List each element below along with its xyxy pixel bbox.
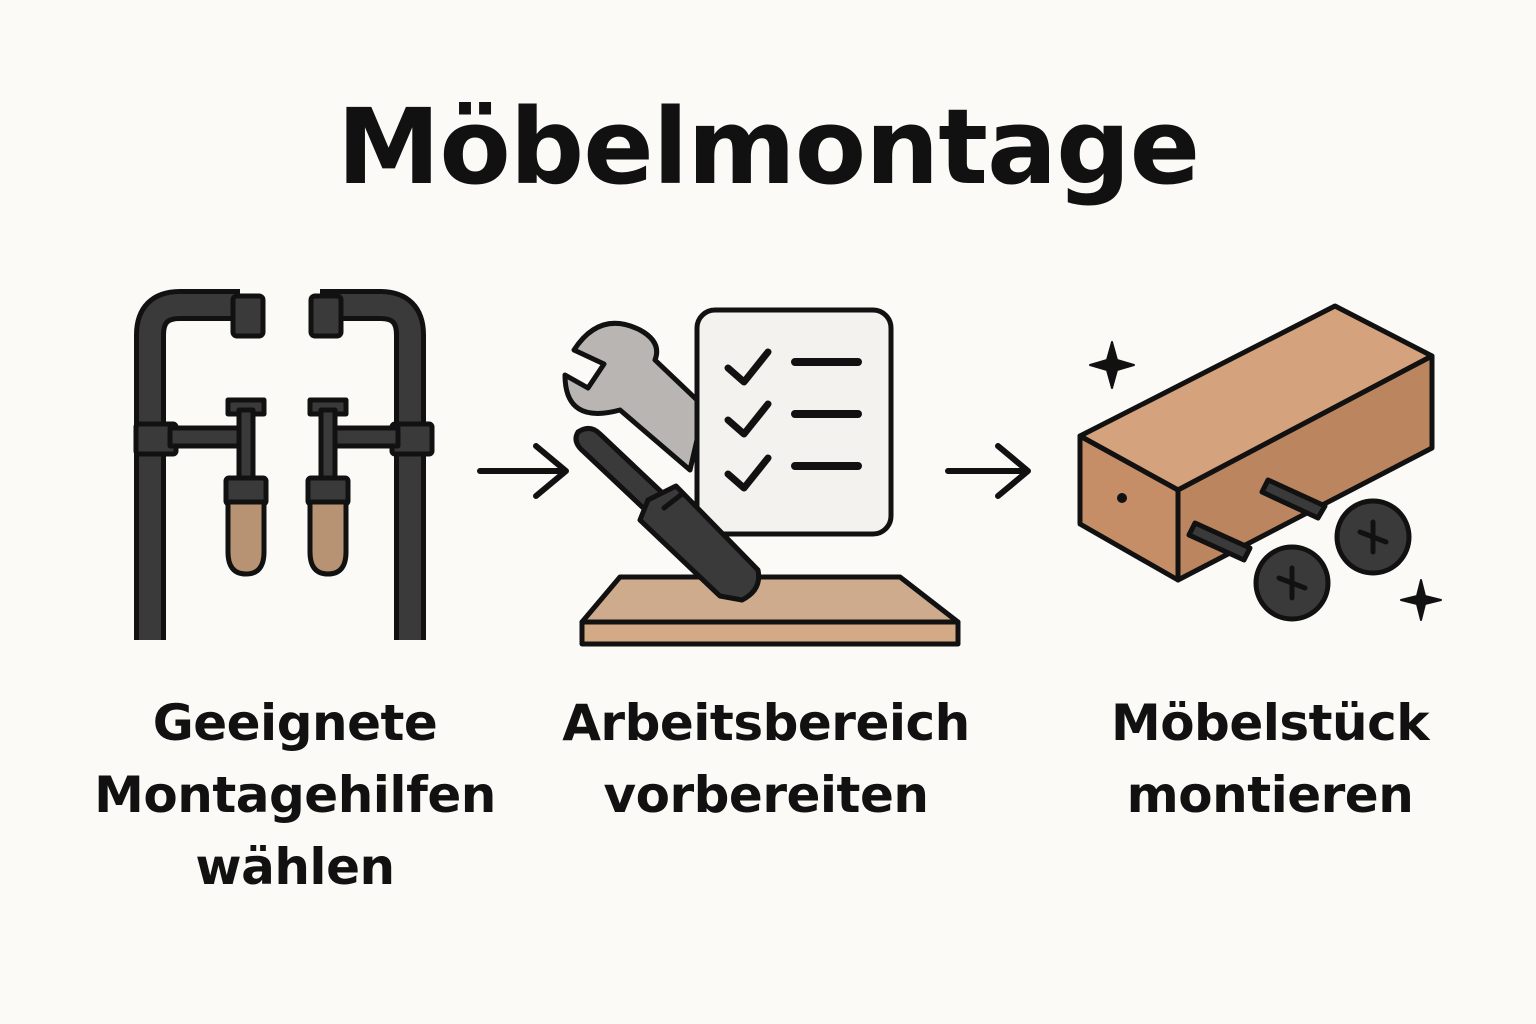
step-3-label: Möbelstück montieren — [1080, 687, 1460, 831]
page-title: Möbelmontage — [336, 86, 1200, 208]
clamps-icon — [133, 289, 435, 640]
step-3-label-line-1: Möbelstück — [1110, 694, 1430, 752]
step-1-label: Geeignete Montagehilfen wählen — [70, 687, 520, 903]
step-3-label-line-2: montieren — [1126, 766, 1414, 824]
step-1-label-line-1: Geeignete — [152, 694, 438, 752]
step-1-label-line-3: wählen — [195, 838, 395, 896]
step-2-label-line-2: vorbereiten — [603, 766, 929, 824]
workspace-tools-checklist-icon — [562, 307, 961, 647]
arrow-right-icon — [477, 443, 569, 499]
step-2-label-line-1: Arbeitsbereich — [562, 694, 970, 752]
step-1-label-line-2: Montagehilfen — [94, 766, 496, 824]
wood-block-screws-icon — [1077, 303, 1442, 622]
arrow-right-icon — [945, 443, 1031, 499]
step-2-label: Arbeitsbereich vorbereiten — [540, 687, 992, 831]
